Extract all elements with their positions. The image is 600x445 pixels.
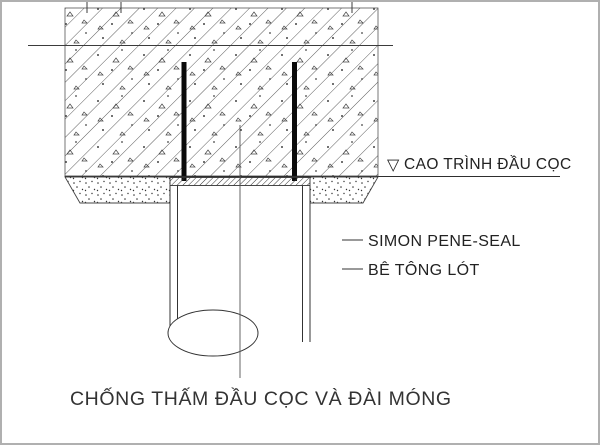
top-break-ticks <box>86 2 353 13</box>
rebar-dowel-left <box>181 62 187 181</box>
lean-concrete-right <box>309 176 379 204</box>
elevation-triangle-icon: ▽ <box>387 157 400 174</box>
elevation-label: CAO TRÌNH ĐẦU CỌC <box>404 156 572 173</box>
lean-concrete-left <box>64 176 171 204</box>
pile-cap-section <box>64 7 379 177</box>
callout-lean-concrete-label: BÊ TÔNG LÓT <box>368 260 480 279</box>
callout-seal-label: SIMON PENE-SEAL <box>368 233 521 250</box>
drawing-title: CHỐNG THẤM ĐẦU CỌC VÀ ĐÀI MÓNG <box>70 386 452 410</box>
pile-walls <box>169 185 311 342</box>
rebar-dowel-right <box>292 62 297 181</box>
pile-break-ellipse <box>167 309 259 357</box>
